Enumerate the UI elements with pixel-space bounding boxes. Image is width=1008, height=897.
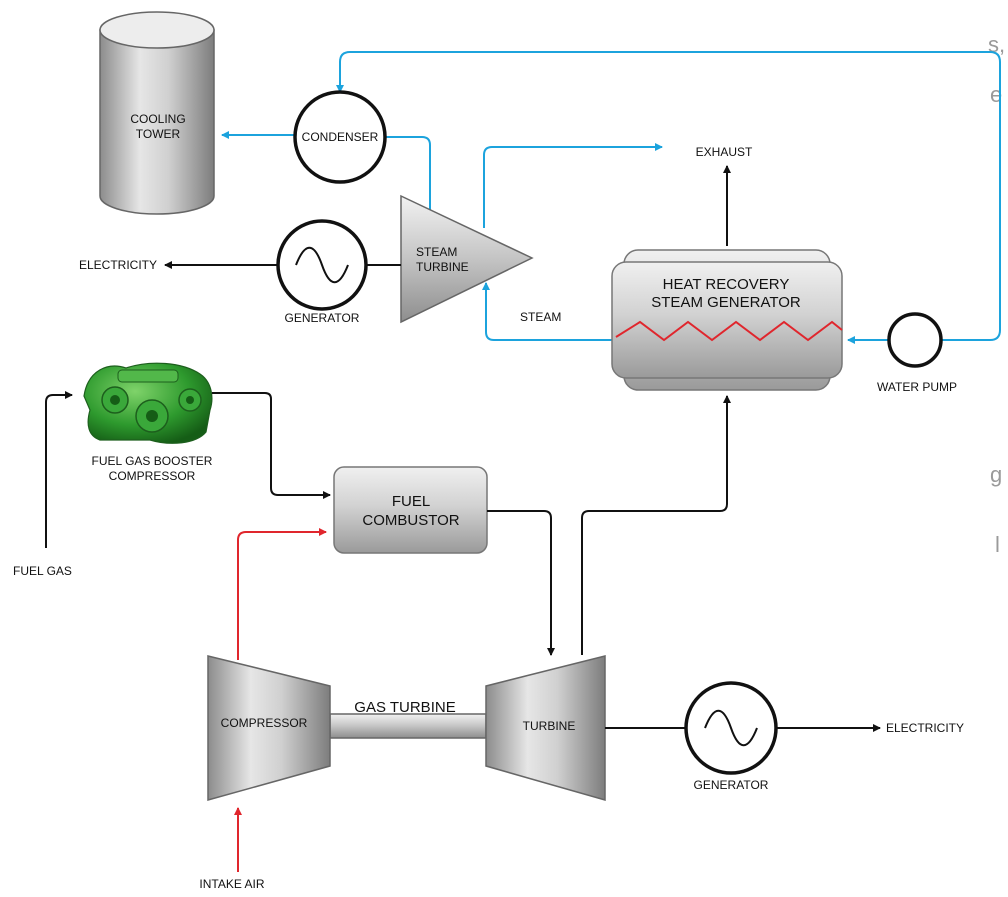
water-steam-loop <box>221 51 1001 344</box>
heat-exchanger-coil <box>615 320 843 342</box>
steam-turbine-label: STEAM <box>416 245 457 259</box>
fuel-gas-booster-compressor <box>83 362 213 444</box>
water-pump <box>887 312 943 368</box>
generator-top <box>276 219 368 311</box>
fuel-combustor-label: FUEL <box>392 493 430 510</box>
condenser: CONDENSER <box>293 90 387 184</box>
fuel-combustor: FUEL COMBUSTOR <box>333 466 488 554</box>
booster-to-combustor-line <box>212 392 331 499</box>
hrsg-label: HEAT RECOVERY <box>663 276 790 293</box>
hrsg-label: STEAM GENERATOR <box>651 294 801 311</box>
fuel-gas-input-line <box>45 391 73 548</box>
steam-turbine-label: TURBINE <box>416 260 469 274</box>
condenser-label: CONDENSER <box>302 130 379 144</box>
condenser-to-turbine-line <box>386 136 431 210</box>
turbine-label: TURBINE <box>523 719 576 733</box>
compressor-section <box>207 655 331 801</box>
gas-turbine-label: GAS TURBINE <box>354 699 455 716</box>
turbine-to-exhaust-line <box>483 143 663 228</box>
compressed-air-line <box>237 528 327 660</box>
steam-return-line <box>482 282 612 341</box>
fuel-combustor-label: COMBUSTOR <box>362 512 459 529</box>
background-fragment: s, <box>988 32 1005 57</box>
generator-bottom-label: GENERATOR <box>694 778 769 792</box>
cooling-tower-label: TOWER <box>136 127 181 141</box>
turbine-exhaust-to-hrsg-line <box>581 395 731 655</box>
cooling-tower-label: COOLING <box>130 112 185 126</box>
steam-turbine: STEAM TURBINE <box>400 194 534 324</box>
water-pump-label: WATER PUMP <box>877 380 957 394</box>
turbine-section <box>485 655 606 801</box>
steam-label: STEAM <box>520 310 561 324</box>
cooling-tower: COOLING TOWER <box>99 11 215 215</box>
fuel-gas-booster-label: FUEL GAS BOOSTER <box>92 454 213 468</box>
intake-air-label: INTAKE AIR <box>199 877 264 891</box>
generator-bottom <box>684 681 778 775</box>
fuel-gas-label: FUEL GAS <box>13 564 72 578</box>
return-water-line <box>336 51 1001 341</box>
fuel-gas-booster-label: COMPRESSOR <box>109 469 196 483</box>
background-fragment: l <box>995 532 1000 557</box>
electricity-top-label: ELECTRICITY <box>79 258 157 272</box>
gas-turbine: GAS TURBINE COMPRESSOR TURBINE <box>207 655 606 801</box>
exhaust-label: EXHAUST <box>696 145 753 159</box>
heat-recovery-steam-generator: HEAT RECOVERY STEAM GENERATOR <box>611 249 843 391</box>
background-fragment: g <box>990 462 1002 487</box>
electricity-bottom-label: ELECTRICITY <box>886 721 964 735</box>
combustor-to-turbine-line <box>487 510 555 656</box>
gas-turbine-shaft <box>329 713 487 739</box>
generator-top-label: GENERATOR <box>285 311 360 325</box>
compressor-label: COMPRESSOR <box>221 716 308 730</box>
